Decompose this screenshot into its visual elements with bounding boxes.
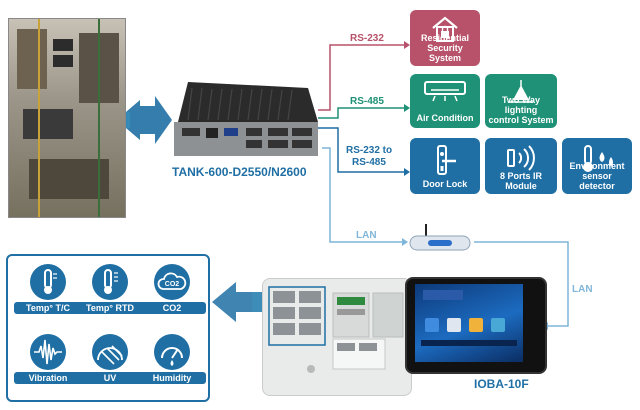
humidity-gauge-icon: [161, 347, 183, 366]
panel-to-sensors-arrow: [212, 282, 262, 322]
residential-label-line2: Security System: [427, 43, 463, 63]
tablet-screen: [415, 284, 523, 362]
io-panel-image: [262, 278, 412, 396]
rs485-line: [318, 107, 404, 119]
co2-icon-text: CO2: [165, 281, 180, 288]
env-label-line1: Environment: [569, 161, 625, 171]
house-lock-icon: [432, 16, 458, 42]
lighting-control-box: Two Way lighting control System: [485, 74, 557, 128]
panel-model-label: IOBA-10F: [474, 377, 529, 391]
ir-label-line2: Module: [505, 181, 537, 191]
residential-label-line1: Residential: [420, 33, 469, 43]
door-handle-icon: [437, 145, 456, 175]
temp-tc-label: Temp° T/C: [14, 302, 82, 314]
thermometer-drops-icon: [583, 145, 613, 172]
lan-router-label: LAN: [356, 230, 377, 241]
sensor-co2: CO2 CO2: [138, 264, 206, 320]
sensor-temp-rtd: Temp° RTD: [76, 264, 144, 320]
air-conditioner-icon: [424, 81, 466, 102]
env-label-line2: sensor detector: [579, 171, 615, 191]
sensor-panel: Temp° T/C Temp° RTD CO2 CO2: [6, 254, 210, 402]
thermometer-icon: [44, 269, 57, 294]
sensor-uv: UV: [76, 334, 144, 390]
air-condition-box: Air Condition: [410, 74, 480, 128]
cabinet-photo: [8, 18, 126, 218]
photo-to-controller-arrow: [126, 96, 172, 144]
lan-panel-line: [474, 241, 569, 327]
thermometer-rtd-icon: [104, 269, 118, 294]
temp-rtd-label: Temp° RTD: [76, 302, 144, 314]
sensor-humidity: Humidity: [138, 334, 206, 390]
rs232-to-rs485-label-line1: RS-232 to: [346, 145, 393, 156]
rs232-label: RS-232: [350, 33, 384, 44]
controller-model-label: TANK-600-D2550/N2600: [172, 165, 307, 179]
humidity-label: Humidity: [138, 372, 206, 384]
door-lock-box: Door Lock: [410, 138, 480, 194]
tank-controller-image: [174, 82, 318, 156]
co2-cloud-icon: CO2: [157, 272, 187, 290]
sensor-temp-tc: Temp° T/C: [14, 264, 82, 320]
environment-sensor-box: Environment sensor detector: [562, 138, 632, 194]
co2-label: CO2: [138, 302, 206, 314]
residential-security-box: Residential Security System: [410, 10, 480, 66]
lan-panel-label: LAN: [572, 284, 593, 295]
air-condition-label: Air Condition: [416, 113, 474, 123]
rs232-to-rs485-label-line2: RS-485: [352, 157, 386, 168]
lamp-icon: [509, 80, 533, 103]
vibration-label: Vibration: [14, 372, 82, 384]
rs232-line: [318, 44, 404, 111]
door-lock-label: Door Lock: [422, 179, 468, 189]
sensor-vibration: Vibration: [14, 334, 82, 390]
uv-label: UV: [76, 372, 144, 384]
lighting-label-line2: control System: [488, 115, 554, 125]
uv-rays-icon: [97, 345, 123, 365]
lan-router-line: [322, 147, 402, 243]
lighting-label-line1: Two Way lighting: [502, 95, 540, 115]
rs232-to-rs485-line: [318, 127, 404, 173]
ir-module-box: 8 Ports IR Module: [485, 138, 557, 194]
router-icon: [409, 224, 471, 251]
rs485-label: RS-485: [350, 96, 384, 107]
ir-signal-icon: [507, 145, 535, 171]
vibration-wave-icon: [34, 339, 62, 365]
ir-label-line1: 8 Ports IR: [499, 171, 542, 181]
